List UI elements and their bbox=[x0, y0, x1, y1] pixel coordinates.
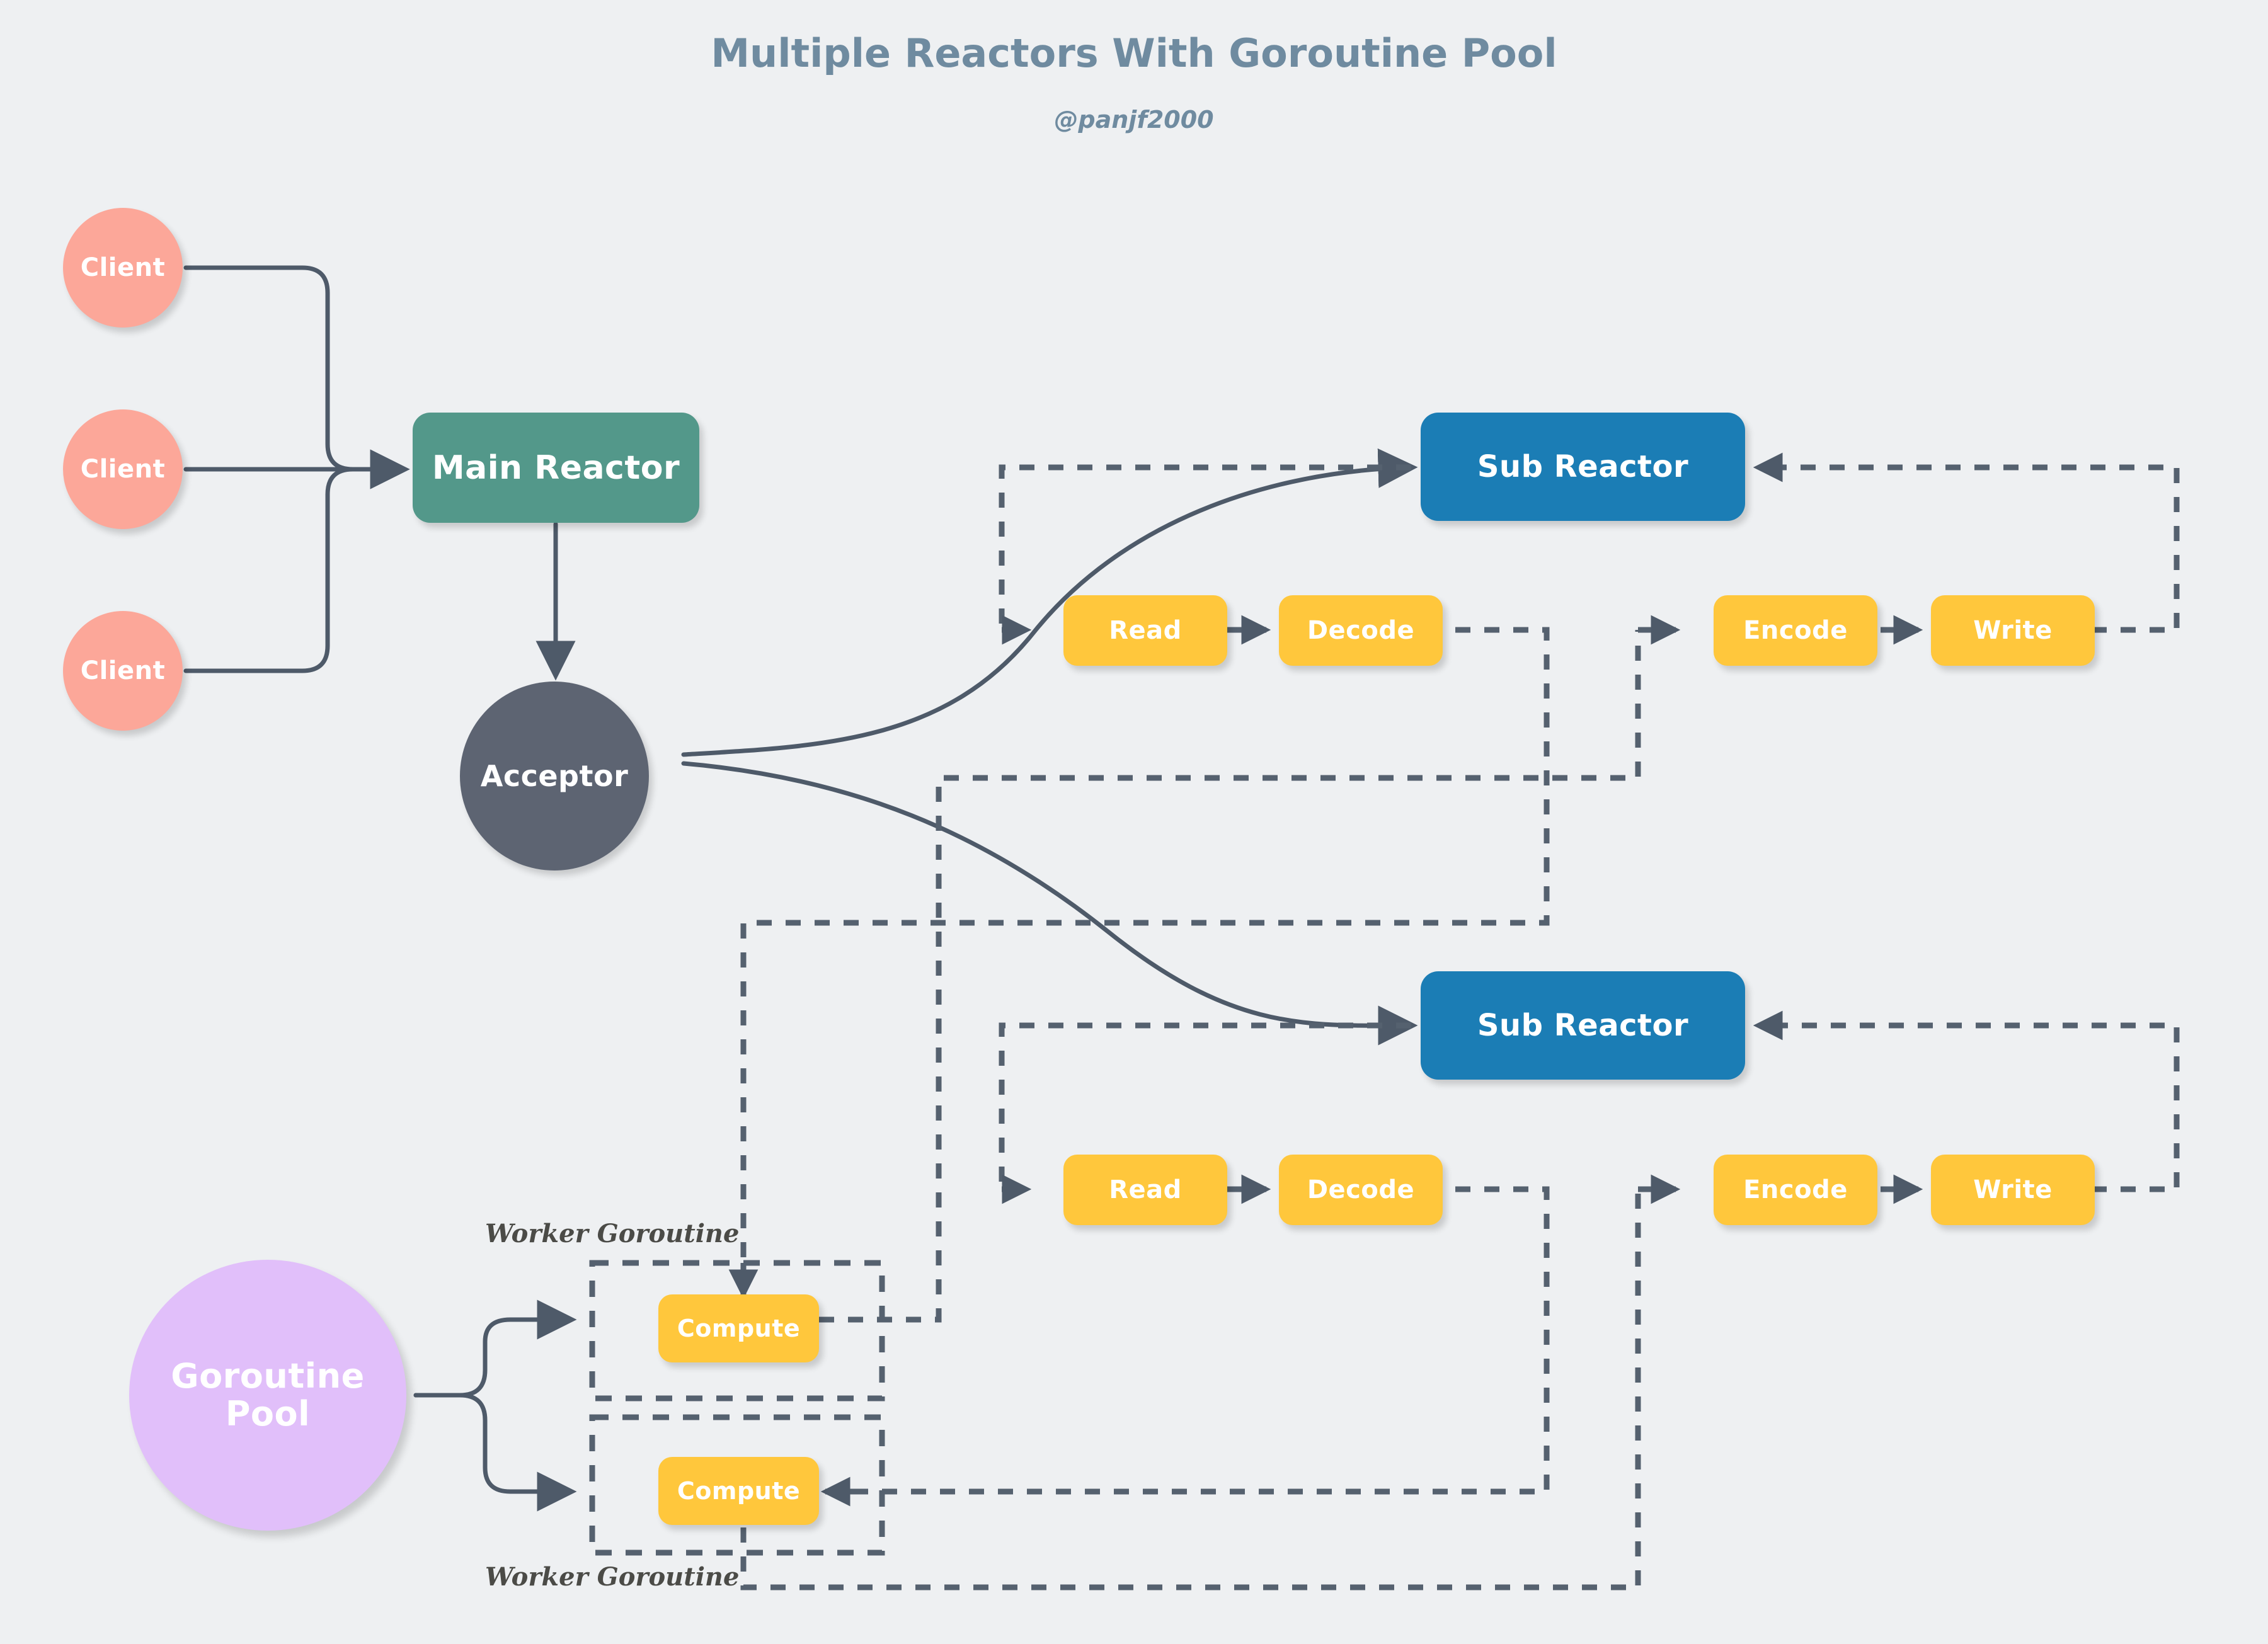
stage-write-1-label: Write bbox=[1973, 616, 2053, 645]
stage-compute-2[interactable]: Compute bbox=[658, 1457, 819, 1525]
stage-read-1[interactable]: Read bbox=[1063, 595, 1227, 666]
edge-client3-main bbox=[183, 449, 410, 673]
stage-decode-1-label: Decode bbox=[1307, 616, 1415, 645]
edge-pool-worker1 bbox=[413, 1299, 577, 1398]
edge-acceptor-subreactor2 bbox=[681, 761, 1418, 1046]
sub-reactor-node-1[interactable]: Sub Reactor bbox=[1421, 413, 1745, 521]
stage-read-2-label: Read bbox=[1109, 1175, 1182, 1204]
stage-encode-1[interactable]: Encode bbox=[1714, 595, 1877, 666]
stage-compute-2-label: Compute bbox=[677, 1477, 801, 1505]
goroutine-pool-label-line1: Goroutine bbox=[171, 1356, 365, 1396]
worker-group-label-1: Worker Goroutine bbox=[485, 1219, 739, 1248]
sub-reactor-node-2-label: Sub Reactor bbox=[1477, 1008, 1689, 1043]
acceptor-label: Acceptor bbox=[480, 759, 629, 793]
page-title: Multiple Reactors With Goroutine Pool bbox=[0, 30, 2268, 76]
stage-write-2-label: Write bbox=[1973, 1175, 2053, 1204]
sub-reactor-node-2[interactable]: Sub Reactor bbox=[1421, 971, 1745, 1080]
goroutine-pool-label-line2: Pool bbox=[225, 1394, 311, 1434]
worker-group-label-2-text: Worker Goroutine bbox=[485, 1562, 740, 1592]
dash-decode2-to-compute2 bbox=[857, 1186, 1550, 1495]
main-reactor-label: Main Reactor bbox=[432, 448, 680, 487]
dash-compute2-to-encode2 bbox=[740, 1189, 1641, 1590]
client-node-3[interactable]: Client bbox=[63, 611, 183, 731]
client-node-1-label: Client bbox=[80, 253, 166, 282]
stage-write-1[interactable]: Write bbox=[1931, 595, 2095, 666]
stage-decode-2[interactable]: Decode bbox=[1279, 1155, 1443, 1225]
stage-encode-2[interactable]: Encode bbox=[1714, 1155, 1877, 1225]
stage-compute-1-label: Compute bbox=[677, 1315, 801, 1342]
stage-decode-2-label: Decode bbox=[1307, 1175, 1415, 1204]
page-subtitle: @panjf2000 bbox=[0, 106, 2268, 134]
acceptor-node[interactable]: Acceptor bbox=[460, 682, 649, 871]
client-node-3-label: Client bbox=[80, 656, 166, 685]
client-node-1[interactable]: Client bbox=[63, 208, 183, 328]
edge-client1-main bbox=[183, 265, 410, 489]
page-title-text: Multiple Reactors With Goroutine Pool bbox=[711, 30, 1557, 76]
client-node-2[interactable]: Client bbox=[63, 409, 183, 529]
stage-read-2[interactable]: Read bbox=[1063, 1155, 1227, 1225]
sub-reactor-node-1-label: Sub Reactor bbox=[1477, 449, 1689, 484]
client-node-2-label: Client bbox=[80, 455, 166, 484]
page-subtitle-text: @panjf2000 bbox=[1054, 106, 1214, 134]
worker-group-label-2: Worker Goroutine bbox=[485, 1562, 739, 1592]
stage-read-1-label: Read bbox=[1109, 616, 1182, 645]
stage-compute-1[interactable]: Compute bbox=[658, 1294, 819, 1362]
worker-group-label-1-text: Worker Goroutine bbox=[485, 1219, 740, 1248]
main-reactor-node[interactable]: Main Reactor bbox=[413, 413, 699, 523]
stage-encode-2-label: Encode bbox=[1743, 1175, 1848, 1204]
goroutine-pool-node[interactable]: Goroutine Pool bbox=[129, 1260, 406, 1531]
stage-write-2[interactable]: Write bbox=[1931, 1155, 2095, 1225]
stage-decode-1[interactable]: Decode bbox=[1279, 595, 1443, 666]
stage-encode-1-label: Encode bbox=[1743, 616, 1848, 645]
edge-pool-worker2 bbox=[413, 1393, 577, 1512]
